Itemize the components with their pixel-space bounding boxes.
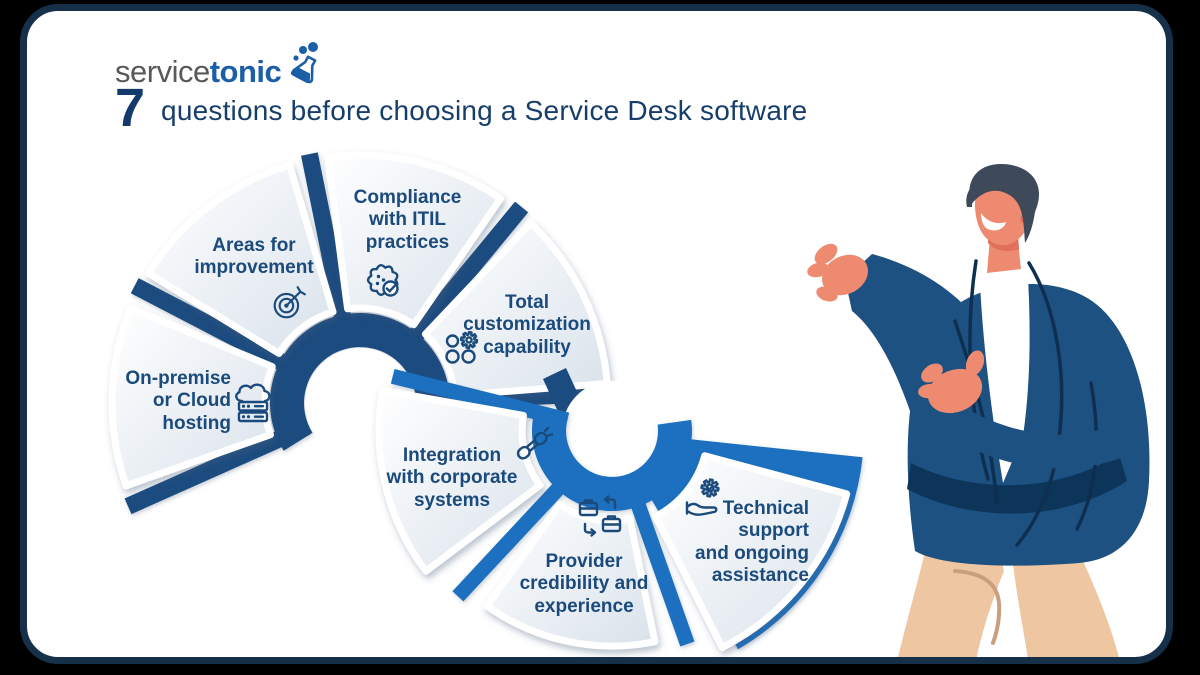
logo-tonic-text: tonic [209, 54, 282, 89]
page-title: 7 questions before choosing a Service De… [115, 78, 808, 138]
presenter-illustration [807, 163, 1150, 657]
presenter-pants [898, 543, 1119, 657]
target-icon [272, 284, 308, 320]
logo-service-text: service [115, 54, 210, 89]
briefcase-swap-icon [577, 493, 623, 539]
presenter-right-hand [918, 350, 985, 414]
flask-icon [283, 41, 323, 90]
presenter-left-hand [807, 243, 868, 302]
segment-label-areas-for-improvement: Areas for improvement [194, 235, 314, 279]
title-number: 7 [115, 78, 146, 138]
segment-label-total-customization: Total customization capability [463, 292, 591, 358]
title-text: questions before choosing a Service Desk… [161, 95, 808, 126]
segment-label-technical-support: Technical support and ongoing assistance [695, 498, 809, 587]
seal-check-icon [365, 263, 403, 301]
plug-icon [513, 425, 553, 465]
segment-label-provider-credibility: Provider credibility and experience [519, 551, 649, 617]
gears-icon [443, 328, 483, 368]
segment-label-on-premise-cloud: On-premise or Cloud hosting [125, 368, 231, 434]
cloud-server-icon [231, 380, 275, 424]
segment-label-compliance-itil: Compliance with ITIL practices [353, 187, 462, 253]
segment-label-integration: Integration with corporate systems [386, 445, 518, 511]
hand-gear-icon [683, 476, 729, 522]
fan-diagram [108, 151, 863, 651]
